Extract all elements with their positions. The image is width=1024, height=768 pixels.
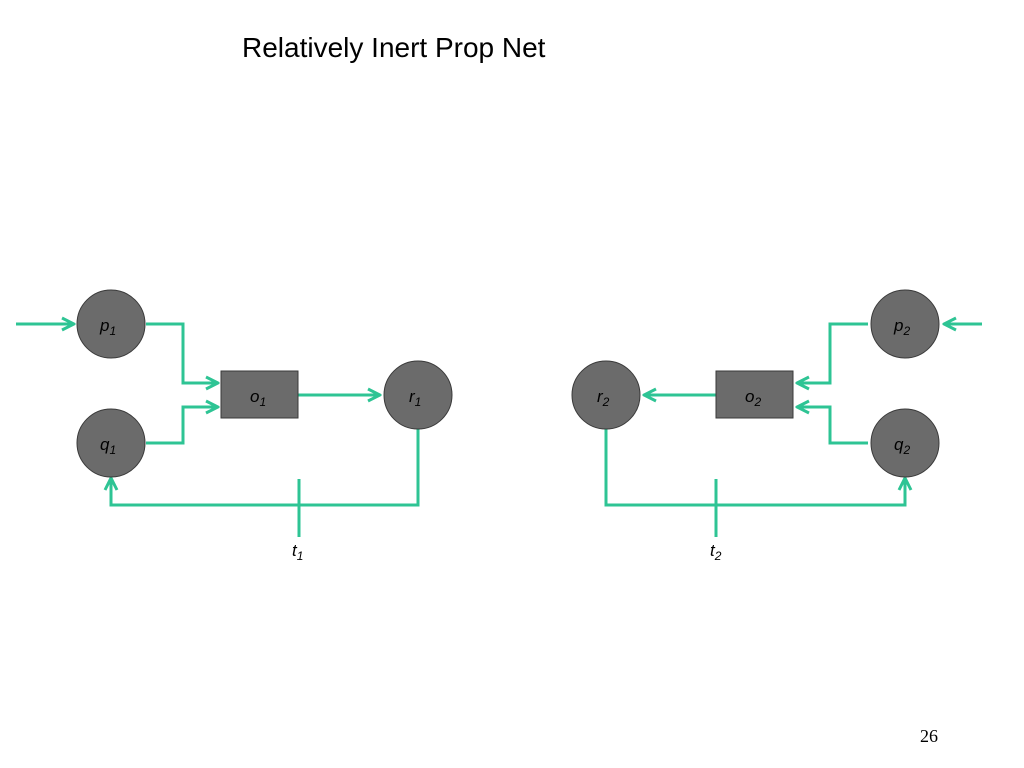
label-q2: q2 [894, 435, 910, 457]
node-q1 [76, 408, 146, 478]
label-t2: t2 [710, 541, 722, 563]
edge-q2-o2 [797, 407, 868, 445]
label-r1: r1 [409, 387, 421, 409]
label-o2: o2 [745, 387, 761, 409]
label-p2: p2 [893, 316, 910, 338]
node-o1 [220, 370, 299, 419]
edge-r2-q2 [604, 428, 905, 507]
node-p2 [870, 289, 940, 359]
slide-title: Relatively Inert Prop Net [242, 32, 546, 63]
edge-p2-o2 [797, 322, 868, 383]
label-t1: t1 [292, 541, 303, 563]
node-r2 [571, 360, 641, 430]
label-p1: p1 [99, 316, 116, 338]
edge-p1-o1 [146, 322, 218, 383]
edge-q1-o1 [146, 407, 218, 445]
node-p1 [76, 289, 146, 359]
edge-r1-q1 [111, 428, 420, 507]
label-r2: r2 [597, 387, 610, 409]
node-r1 [383, 360, 453, 430]
page-number: 26 [920, 726, 938, 746]
node-q2 [870, 408, 940, 478]
label-o1: o1 [250, 387, 266, 409]
label-q1: q1 [100, 435, 116, 457]
node-o2 [715, 370, 794, 419]
